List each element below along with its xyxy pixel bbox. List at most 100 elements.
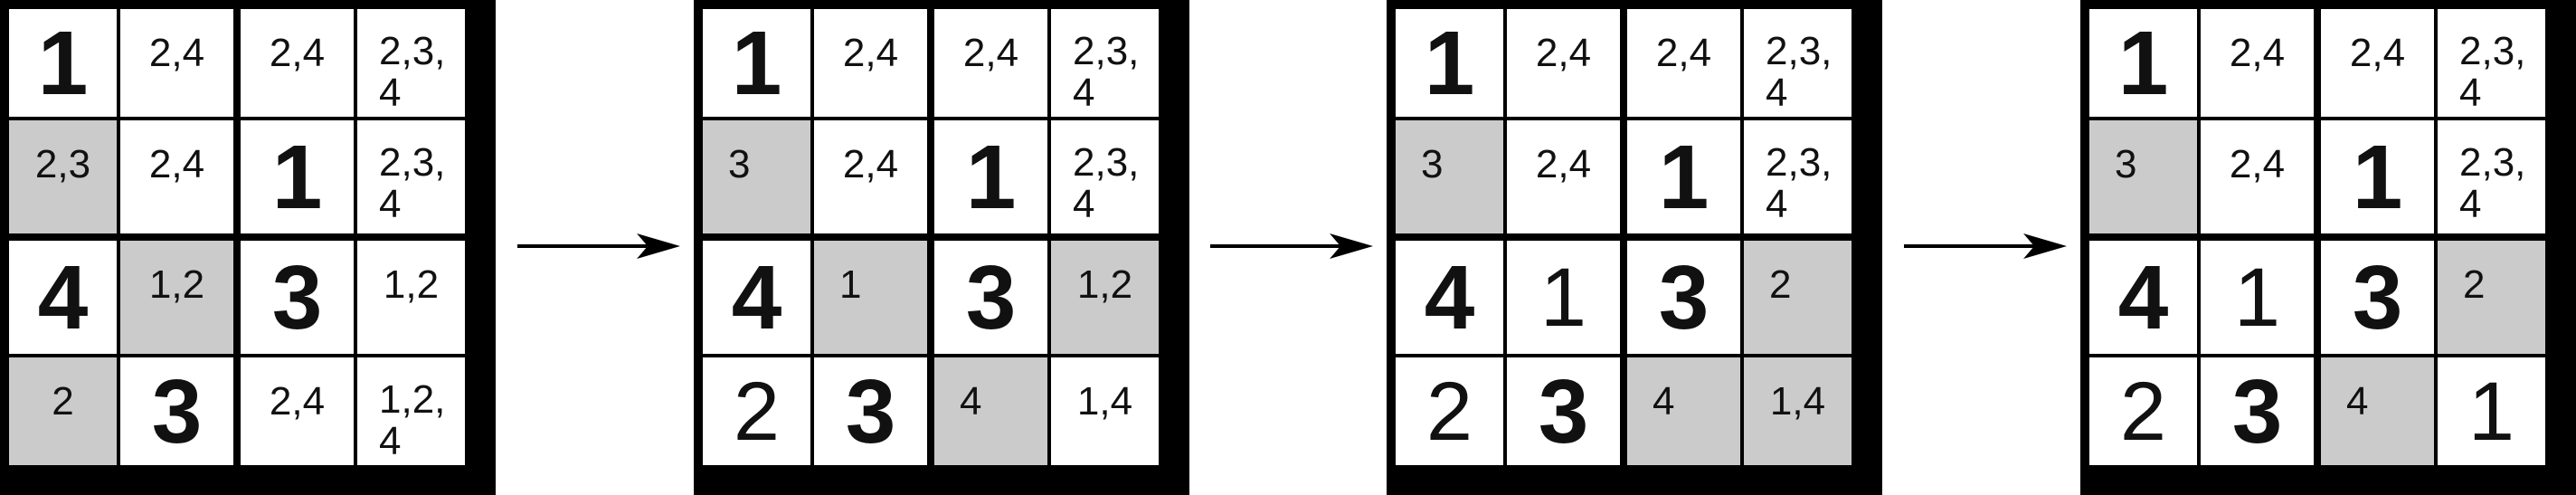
given-digit: 3 [271,246,323,348]
right-arrow-icon [1210,233,1373,259]
grid-cell-r1c2: 2,4 [120,9,233,117]
candidate-list: 2,4 [269,31,326,75]
given-digit: 1 [2117,12,2169,114]
candidate-list: 2,4 [1655,31,1712,75]
solved-digit: 1 [2467,365,2515,458]
right-arrow-icon [517,233,680,259]
given-digit: 3 [845,360,896,462]
solved-digit: 2 [1425,365,1473,458]
grid-cell-r1c3: 2,4 [934,9,1047,117]
candidate-list: 2,3, 4 [2459,140,2526,226]
candidate-list: 2,3, 4 [1073,29,1140,115]
grid-cell-r1c4: 2,3, 4 [1744,9,1852,117]
grid-cell-r2c1: 3 [1396,120,1503,233]
grid-cell-r2c1: 3 [703,120,810,233]
given-digit: 1 [731,12,782,114]
grid-cell-r4c3: 4 [1627,357,1740,465]
grid-cell-r1c1: 1 [2089,9,2197,117]
given-digit: 4 [731,246,782,348]
candidate-list: 2,3, 4 [1766,29,1833,115]
candidate-list: 2,3, 4 [1073,140,1140,226]
candidate-list: 2,3 [34,142,91,186]
candidate-list: 3 [2115,142,2137,186]
candidate-list: 2,4 [842,31,899,75]
grid-cell-r3c2: 1 [2201,241,2314,354]
candidate-list: 2 [52,379,74,424]
grid-cell-r4c1: 2 [703,357,810,465]
candidate-list: 1,2 [148,262,205,307]
grid-cell-r2c2: 2,4 [1507,120,1620,233]
grid-cell-r4c1: 2 [9,357,117,465]
grid-cell-r1c4: 2,3, 4 [1051,9,1159,117]
grid-cell-r4c3: 2,4 [241,357,354,465]
candidate-list: 2,3, 4 [2459,29,2526,115]
grid-cell-r3c4: 1,2 [357,241,465,354]
given-digit: 3 [965,246,1017,348]
given-digit: 1 [1658,126,1709,228]
given-digit: 1 [2352,126,2403,228]
candidate-list: 4 [2346,379,2369,424]
solved-digit: 1 [2233,251,2281,344]
grid-cell-r3c1: 4 [1396,241,1503,354]
grid-cell-r4c1: 2 [2089,357,2197,465]
grid-cell-r2c3: 1 [1627,120,1740,233]
candidate-list: 2,4 [2229,142,2286,186]
grid-cell-r2c3: 1 [241,120,354,233]
grid-cell-r4c4: 1,2, 4 [357,357,465,465]
grid-cell-r4c4: 1,4 [1051,357,1159,465]
given-digit: 1 [271,126,323,228]
grid-cell-r1c1: 1 [9,9,117,117]
grid-cell-r3c3: 3 [2321,241,2434,354]
given-digit: 1 [37,12,89,114]
candidate-list: 1,4 [1076,379,1133,424]
grid-cell-r3c2: 1 [1507,241,1620,354]
candidate-list: 1,4 [1769,379,1826,424]
grid-cell-r1c2: 2,4 [1507,9,1620,117]
grid-cell-r4c3: 4 [2321,357,2434,465]
candidate-list: 2,4 [148,31,205,75]
grid-cell-r2c4: 2,3, 4 [2438,120,2545,233]
given-digit: 4 [37,246,89,348]
grid-cell-r1c3: 2,4 [2321,9,2434,117]
solved-digit: 2 [2119,365,2167,458]
given-digit: 3 [2231,360,2283,462]
candidate-list: 1,2, 4 [379,377,446,463]
given-digit: 3 [2352,246,2403,348]
grid-cell-r3c4: 1,2 [1051,241,1159,354]
grid-cell-r2c3: 1 [934,120,1047,233]
grid-cell-r2c2: 2,4 [2201,120,2314,233]
grid-cell-r4c2: 3 [120,357,233,465]
grid-cell-r4c4: 1,4 [1744,357,1852,465]
grid-cell-r1c4: 2,3, 4 [357,9,465,117]
grid-cell-r2c3: 1 [2321,120,2434,233]
candidate-list: 1,2 [1076,262,1133,307]
grid-cell-r1c3: 2,4 [1627,9,1740,117]
grid-cell-r1c4: 2,3, 4 [2438,9,2545,117]
given-digit: 4 [1424,246,1475,348]
grid-cell-r1c2: 2,4 [814,9,927,117]
candidate-list: 2,4 [962,31,1019,75]
candidate-list: 2,4 [1535,142,1592,186]
grid-cell-r1c3: 2,4 [241,9,354,117]
given-digit: 3 [151,360,203,462]
given-digit: 1 [1424,12,1475,114]
candidate-list: 2 [2463,262,2486,307]
grid-cell-r2c1: 2,3 [9,120,117,233]
candidate-list: 2,3, 4 [1766,140,1833,226]
candidate-list: 2,4 [842,142,899,186]
grid-cell-r3c2: 1,2 [120,241,233,354]
candidate-list: 2,4 [2229,31,2286,75]
solved-digit: 1 [1539,251,1587,344]
grid-cell-r1c1: 1 [703,9,810,117]
grid-cell-r2c4: 2,3, 4 [1744,120,1852,233]
candidate-list: 3 [728,142,751,186]
grid-cell-r1c1: 1 [1396,9,1503,117]
grid-cell-r3c4: 2 [2438,241,2545,354]
candidate-list: 2,4 [269,379,326,424]
grid-cell-r4c2: 3 [814,357,927,465]
grid-cell-r2c2: 2,4 [814,120,927,233]
